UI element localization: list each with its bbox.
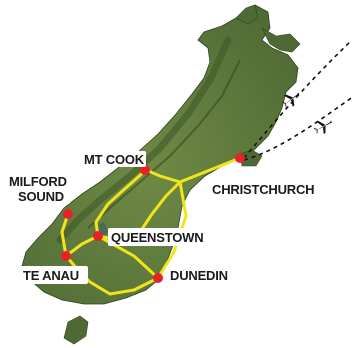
label-mt-cook: MT COOK: [84, 152, 145, 167]
airplane-icon: [313, 120, 333, 135]
label-bg-dunedin: [166, 266, 238, 284]
label-bg-milford: [6, 172, 70, 204]
route-milford-branch: [60, 212, 70, 258]
marker-queenstown: [93, 231, 103, 241]
marker-christchurch: [235, 153, 245, 163]
marker-dunedin: [153, 273, 163, 283]
marker-te-anau: [61, 251, 71, 261]
stewart-island: [63, 315, 89, 345]
route-mtcook-branch: [94, 168, 182, 238]
flight-path-south: [243, 95, 355, 161]
southern-alps-ridge: [87, 59, 241, 229]
label-dunedin: DUNEDIN: [170, 268, 228, 283]
label-queenstown: QUEENSTOWN: [111, 230, 203, 245]
label-bg-queenstown: [108, 228, 214, 246]
marlborough-sounds: [261, 27, 301, 53]
northern-peninsula: [235, 4, 259, 25]
label-te-anau: TE ANAU: [23, 268, 79, 283]
marker-milford-sound: [63, 209, 73, 219]
label-christchurch: CHRISTCHURCH: [212, 182, 314, 197]
airplane-icon: [281, 92, 300, 108]
marker-mt-cook: [140, 165, 150, 175]
tourist-route: [64, 156, 242, 296]
label-milford-sound-line2: SOUND: [18, 189, 64, 204]
flight-path-north: [243, 39, 353, 159]
label-milford-sound-line1: MILFORD: [9, 174, 67, 189]
label-bg-mt-cook: [82, 151, 146, 167]
south-island-landmass: [21, 4, 299, 305]
label-bg-christchurch: [210, 180, 324, 198]
label-bg-te-anau: [20, 266, 88, 284]
